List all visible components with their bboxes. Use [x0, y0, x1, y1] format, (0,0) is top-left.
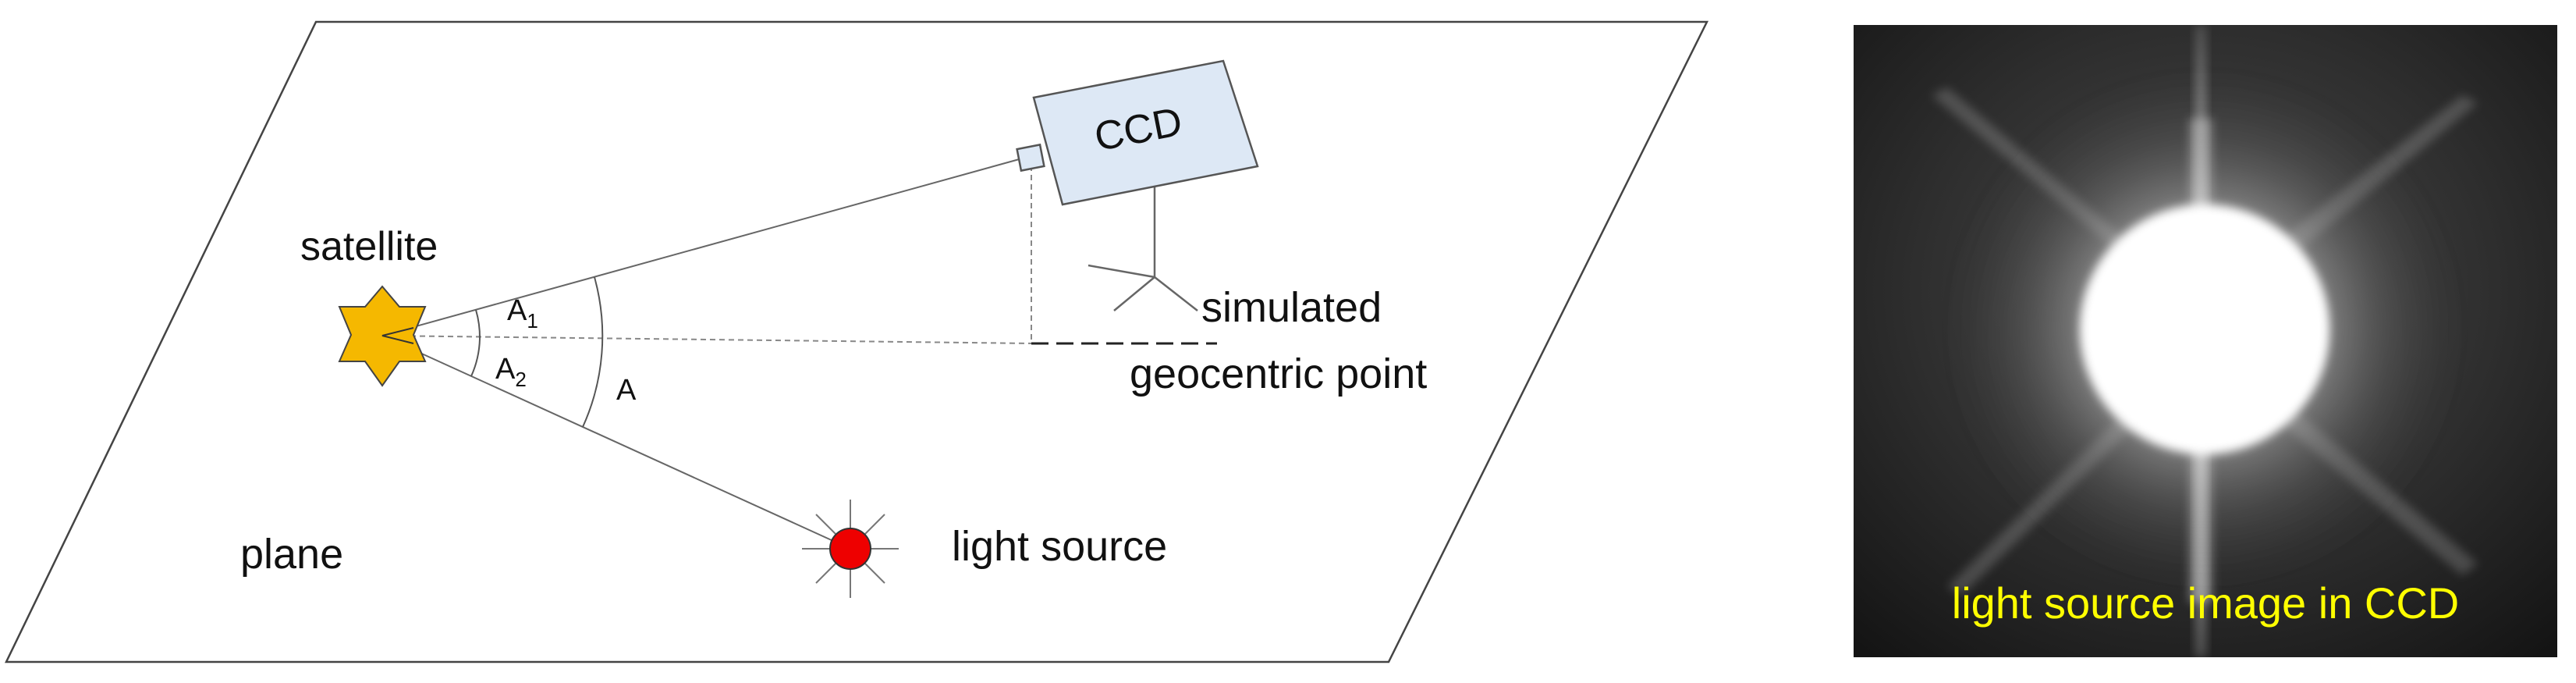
angle-a1-label: A1 — [507, 294, 538, 333]
angle-a2-label: A2 — [495, 353, 527, 391]
ccd-image-caption: light source image in CCD — [1952, 578, 2459, 628]
light-source-label: light source — [952, 523, 1167, 570]
angle-a2-arc — [470, 338, 481, 377]
ccd-body — [1032, 59, 1259, 206]
satellite-label: satellite — [300, 224, 438, 269]
ccd-image-panel: light source image in CCD — [1854, 25, 2557, 657]
light-source-marker — [802, 500, 899, 598]
light-source-rays — [802, 500, 899, 598]
satellite-to-light-source-line — [381, 335, 851, 550]
angle-a1-arc — [475, 309, 481, 340]
setup-diagram: CCD satellite A1 A2 A simulated geocentr… — [5, 20, 1709, 663]
simulated-label: simulated — [1201, 284, 1382, 331]
light-source-core-inner — [2095, 220, 2314, 439]
angle-a-label: A — [616, 374, 637, 407]
angle-a2-subscript: 2 — [515, 368, 526, 391]
plane-label: plane — [240, 531, 343, 578]
satellite-to-ccd-line — [381, 158, 1023, 336]
plane-parallelogram — [5, 20, 1709, 663]
angle-a1-subscript: 1 — [527, 309, 538, 333]
ccd-lens — [1016, 143, 1045, 173]
ccd-tripod — [1088, 187, 1198, 311]
light-source-dot — [829, 528, 871, 570]
geocentric-point-label: geocentric point — [1130, 350, 1427, 397]
ccd-camera: CCD — [1016, 59, 1259, 206]
satellite-notch — [381, 327, 414, 344]
angle-a-arc — [582, 276, 604, 428]
